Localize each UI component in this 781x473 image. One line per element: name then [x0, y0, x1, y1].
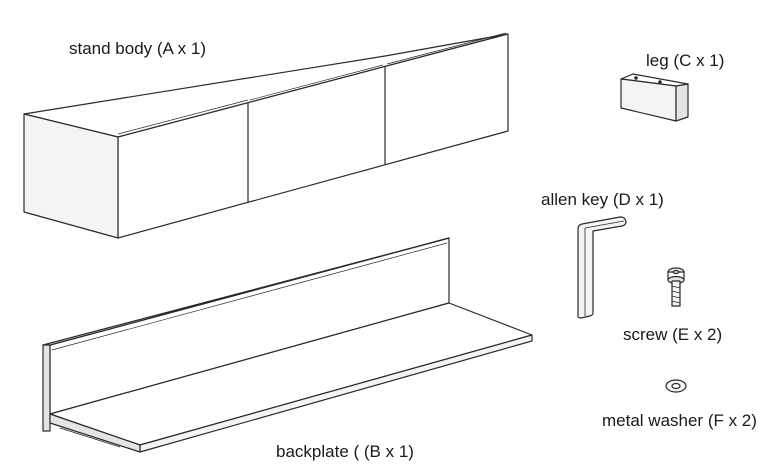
leg-label: leg (C x 1) — [646, 51, 725, 70]
backplate-drawing — [42, 237, 533, 453]
allen-key-label: allen key (D x 1) — [541, 190, 664, 209]
screw-drawing — [667, 267, 685, 307]
stand-body-drawing — [23, 32, 509, 239]
backplate-label: backplate ( (B x 1) — [276, 442, 414, 461]
metal-washer-drawing — [665, 379, 687, 393]
leg-drawing — [620, 73, 689, 122]
screw-label: screw (E x 2) — [623, 325, 723, 344]
allen-key-drawing — [577, 216, 627, 319]
metal-washer-label: metal washer (F x 2) — [602, 411, 757, 430]
stand-body-label: stand body (A x 1) — [69, 39, 207, 58]
